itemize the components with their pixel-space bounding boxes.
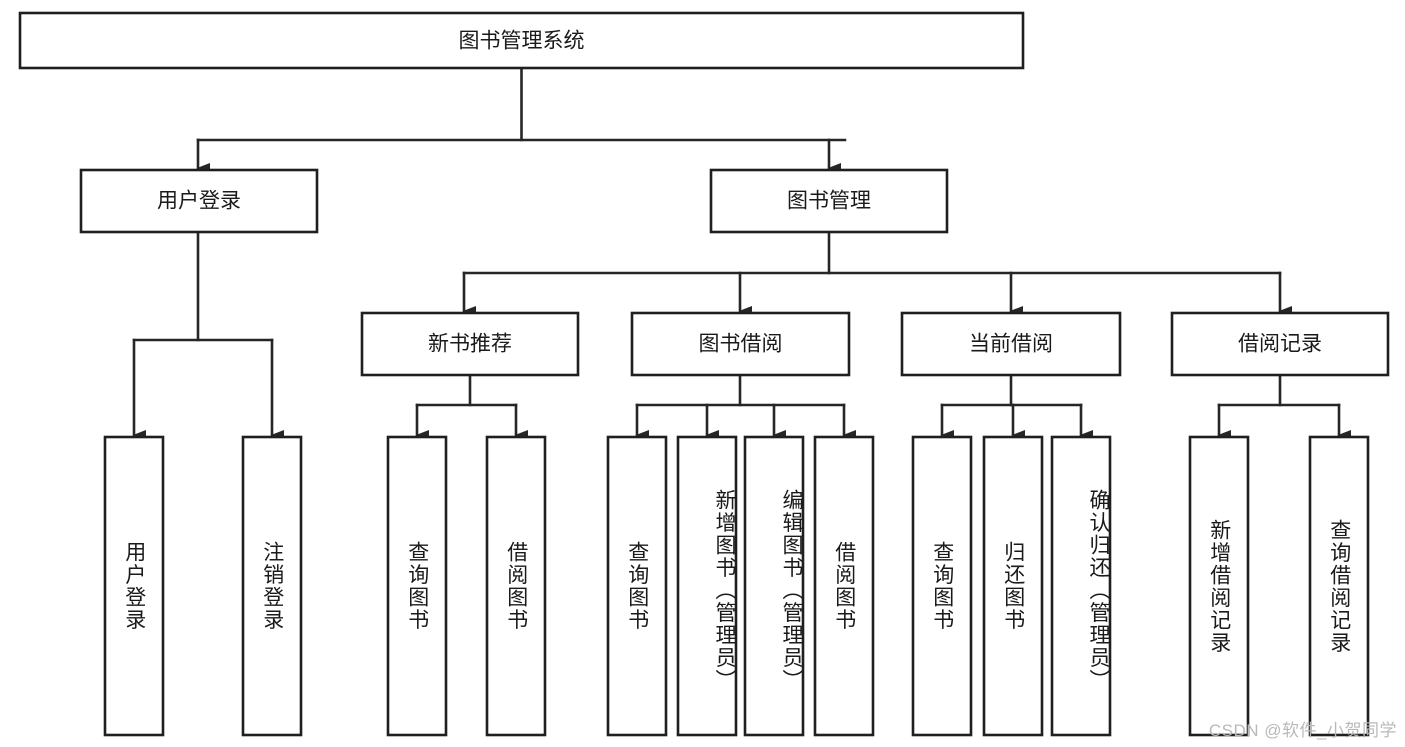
csdn-watermark: CSDN @软件_小贺同学 bbox=[1208, 721, 1397, 740]
node-borrow-record[interactable]: 借阅记录 bbox=[1170, 311, 1390, 377]
connector-borrow-record-to-leaves bbox=[1217, 373, 1351, 440]
leaf-box-add-book-admin[interactable] bbox=[676, 435, 738, 737]
node-current-borrow-box[interactable] bbox=[900, 311, 1122, 377]
leaf-box-confirm-return-admin[interactable] bbox=[1050, 435, 1112, 737]
node-root-box[interactable] bbox=[18, 11, 1025, 70]
leaf-box-query-borrow-record[interactable] bbox=[1308, 435, 1370, 737]
connector-borrow-to-leaves bbox=[635, 373, 856, 440]
node-borrow-record-label: 借阅记录 bbox=[1238, 333, 1322, 356]
node-root-label: 图书管理系统 bbox=[459, 30, 585, 53]
node-current-borrow-label: 当前借阅 bbox=[969, 333, 1053, 356]
connector-root-to-level2 bbox=[196, 66, 847, 173]
connector-new-book-to-leaves bbox=[415, 373, 528, 440]
leaf-box-add-borrow-record[interactable] bbox=[1188, 435, 1250, 737]
node-book-management-box[interactable] bbox=[709, 168, 949, 234]
connector-user-login-to-leaves bbox=[132, 230, 284, 440]
leaf-box-user-login[interactable] bbox=[103, 435, 165, 737]
leaf-box-query-book-rec[interactable] bbox=[386, 435, 448, 737]
leaf-boxes bbox=[103, 435, 1370, 737]
connector-current-borrow-to-leaves bbox=[940, 373, 1093, 440]
leaf-box-query-book-current[interactable] bbox=[911, 435, 973, 737]
leaf-box-edit-book-admin[interactable] bbox=[743, 435, 805, 737]
node-new-book-recommend[interactable]: 新书推荐 bbox=[360, 311, 580, 377]
leaf-box-borrow-book[interactable] bbox=[813, 435, 875, 737]
node-current-borrow[interactable]: 当前借阅 bbox=[900, 311, 1122, 377]
node-book-borrow-box[interactable] bbox=[630, 311, 851, 377]
leaf-box-borrow-book-rec[interactable] bbox=[485, 435, 547, 737]
node-new-book-recommend-label: 新书推荐 bbox=[428, 333, 512, 356]
node-book-borrow[interactable]: 图书借阅 bbox=[630, 311, 851, 377]
leaf-box-query-book-borrow[interactable] bbox=[606, 435, 668, 737]
node-book-borrow-label: 图书借阅 bbox=[699, 333, 783, 356]
leaf-box-return-book[interactable] bbox=[982, 435, 1044, 737]
leaf-box-logout-login[interactable] bbox=[241, 435, 303, 737]
connector-book-mgmt-to-level3 bbox=[462, 230, 1292, 316]
node-root[interactable]: 图书管理系统 bbox=[18, 11, 1025, 70]
node-user-login-box[interactable] bbox=[79, 168, 319, 234]
node-new-book-recommend-box[interactable] bbox=[360, 311, 580, 377]
node-user-login[interactable]: 用户登录 bbox=[79, 168, 319, 234]
node-book-management-label: 图书管理 bbox=[787, 190, 871, 213]
node-book-management[interactable]: 图书管理 bbox=[709, 168, 949, 234]
node-borrow-record-box[interactable] bbox=[1170, 311, 1390, 377]
node-user-login-label: 用户登录 bbox=[157, 190, 241, 213]
